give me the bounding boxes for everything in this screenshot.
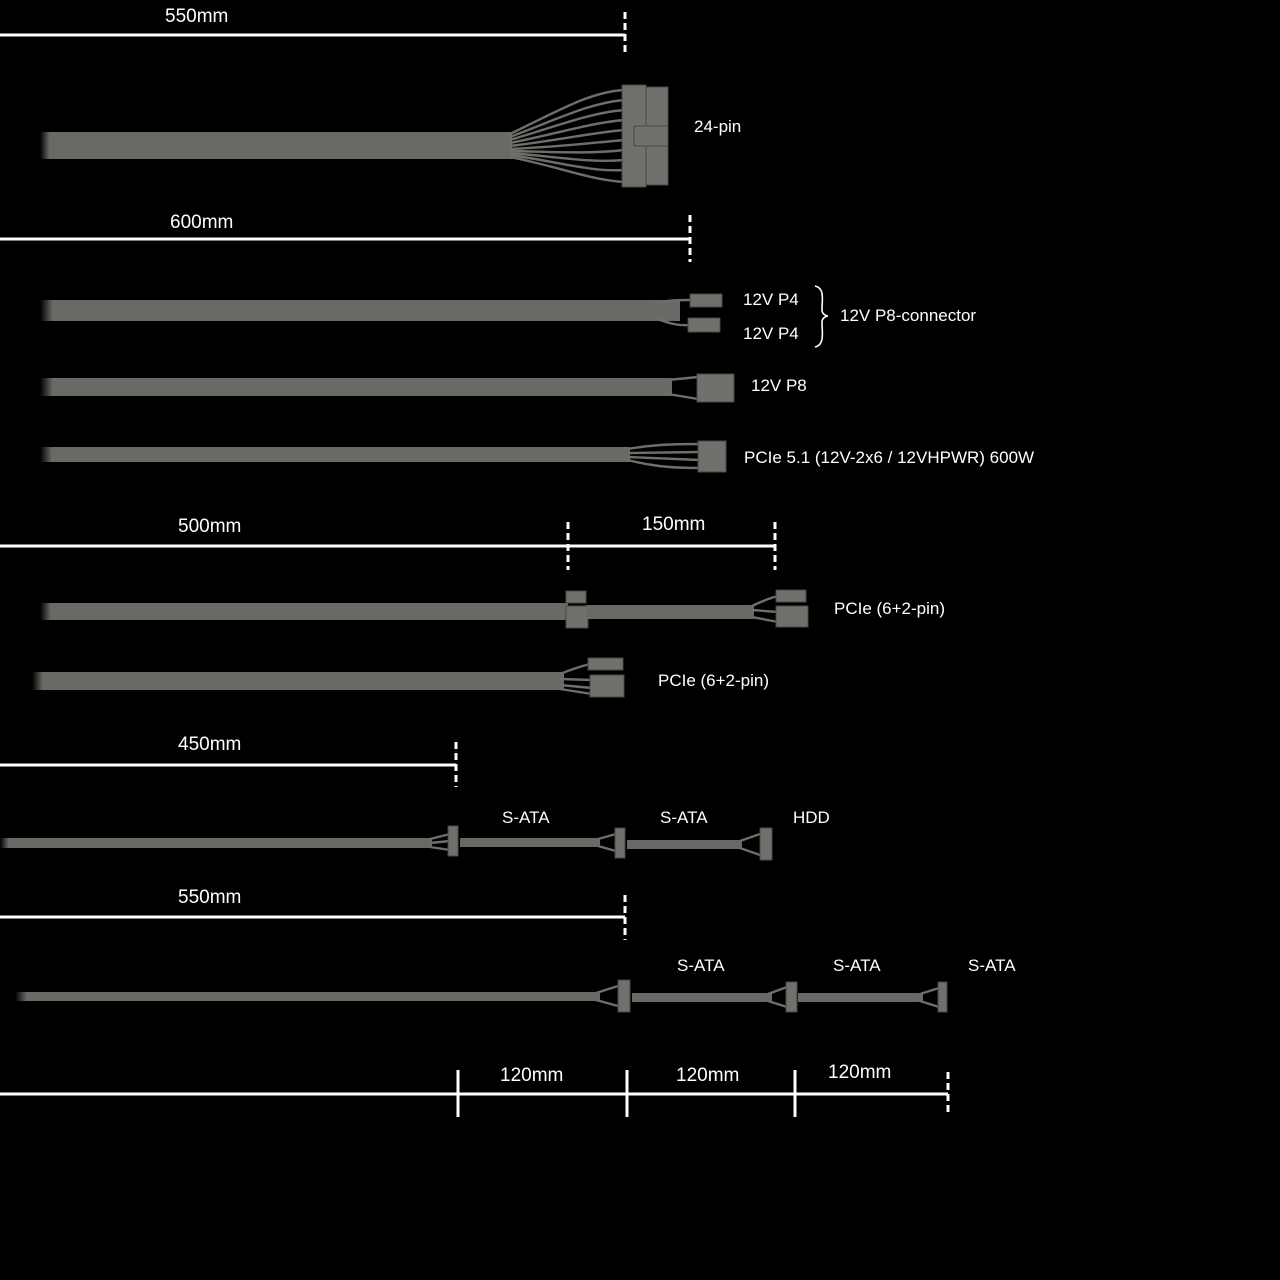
label-hdd: HDD [793,808,830,827]
dimension-600mm: 600mm [0,212,692,262]
label-sata-2b: S-ATA [833,956,881,975]
cable-pcie-single [32,657,625,698]
cable-pcie-daisy [40,589,809,629]
dimension-label: 120mm [828,1062,891,1083]
label-pcie-1: PCIe (6+2-pin) [834,599,945,618]
label-12v-p4-bottom: 12V P4 [743,324,799,343]
label-sata-1b: S-ATA [660,808,708,827]
label-sata-2c: S-ATA [968,956,1016,975]
dimension-label: 600mm [170,212,233,233]
dimension-label: 550mm [178,887,241,908]
label-sata-2a: S-ATA [677,956,725,975]
label-pcie5: PCIe 5.1 (12V-2x6 / 12VHPWR) 600W [744,448,1034,467]
dimension-120mm-segments: 120mm 120mm 120mm [0,1062,950,1117]
cable-sata-hdd [0,825,773,861]
cable-pcie5-12vhpwr [40,440,727,473]
label-12v-p8-connector: 12V P8-connector [840,306,976,325]
label-24pin: 24-pin [694,117,741,136]
dimension-label: 120mm [676,1065,739,1086]
brace-icon [814,285,829,348]
cable-12v-p4x2 [40,293,723,333]
label-12v-p4-top: 12V P4 [743,290,799,309]
label-12v-p8: 12V P8 [751,376,807,395]
dimension-label: 450mm [178,734,241,755]
dimension-label: 550mm [165,6,228,27]
dimension-label: 150mm [642,514,705,535]
dimension-450mm: 450mm [0,734,458,787]
cable-12v-p8 [40,373,735,403]
label-pcie-2: PCIe (6+2-pin) [658,671,769,690]
dimension-500-150mm: 500mm 150mm [0,514,777,570]
label-sata-1a: S-ATA [502,808,550,827]
cable-24pin [40,84,669,188]
dimension-550mm-24pin: 550mm [0,6,627,56]
dimension-label: 120mm [500,1065,563,1086]
dimension-550mm-sata: 550mm [0,887,627,940]
cable-sata-3x [15,979,948,1013]
dimension-label: 500mm [178,516,241,537]
